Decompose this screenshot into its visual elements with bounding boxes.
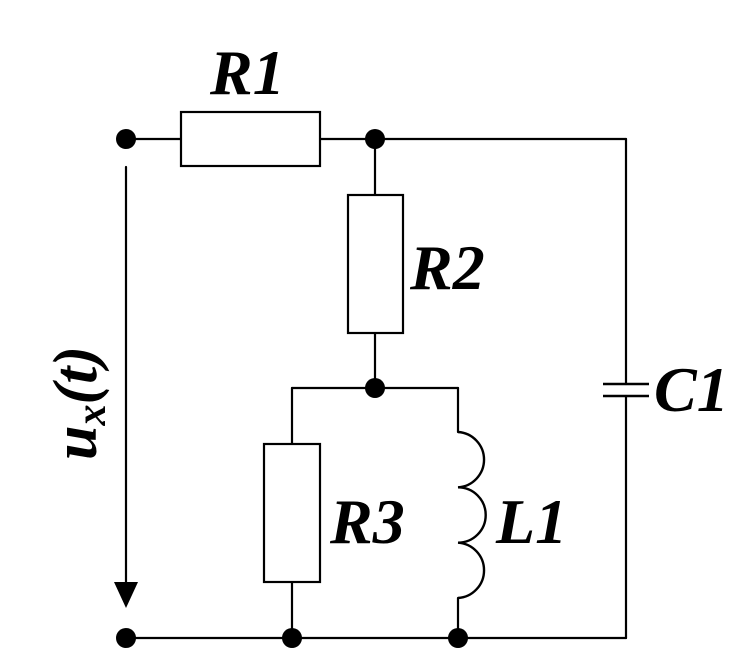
voltage-arrow-head bbox=[114, 582, 138, 608]
inductor-l1 bbox=[457, 430, 487, 600]
resistor-r3 bbox=[262, 442, 322, 584]
voltage-label-symbol: u bbox=[42, 426, 110, 460]
voltage-label: ux(t) bbox=[42, 346, 115, 460]
terminal-top-left bbox=[116, 129, 136, 149]
voltage-label-subscript: x bbox=[69, 405, 115, 427]
label-r2: R2 bbox=[409, 232, 485, 303]
label-r3: R3 bbox=[329, 486, 405, 557]
junction-middle bbox=[365, 378, 385, 398]
label-c1: C1 bbox=[654, 354, 729, 425]
junction-bottom-l1 bbox=[448, 628, 468, 648]
junction-top bbox=[365, 129, 385, 149]
resistor-r2 bbox=[346, 193, 405, 335]
label-l1: L1 bbox=[495, 486, 567, 557]
resistor-r1 bbox=[179, 110, 322, 168]
voltage-label-argument: (t) bbox=[42, 346, 110, 405]
junction-bottom-r3 bbox=[282, 628, 302, 648]
terminal-bottom-left bbox=[116, 628, 136, 648]
label-r1: R1 bbox=[209, 37, 285, 108]
